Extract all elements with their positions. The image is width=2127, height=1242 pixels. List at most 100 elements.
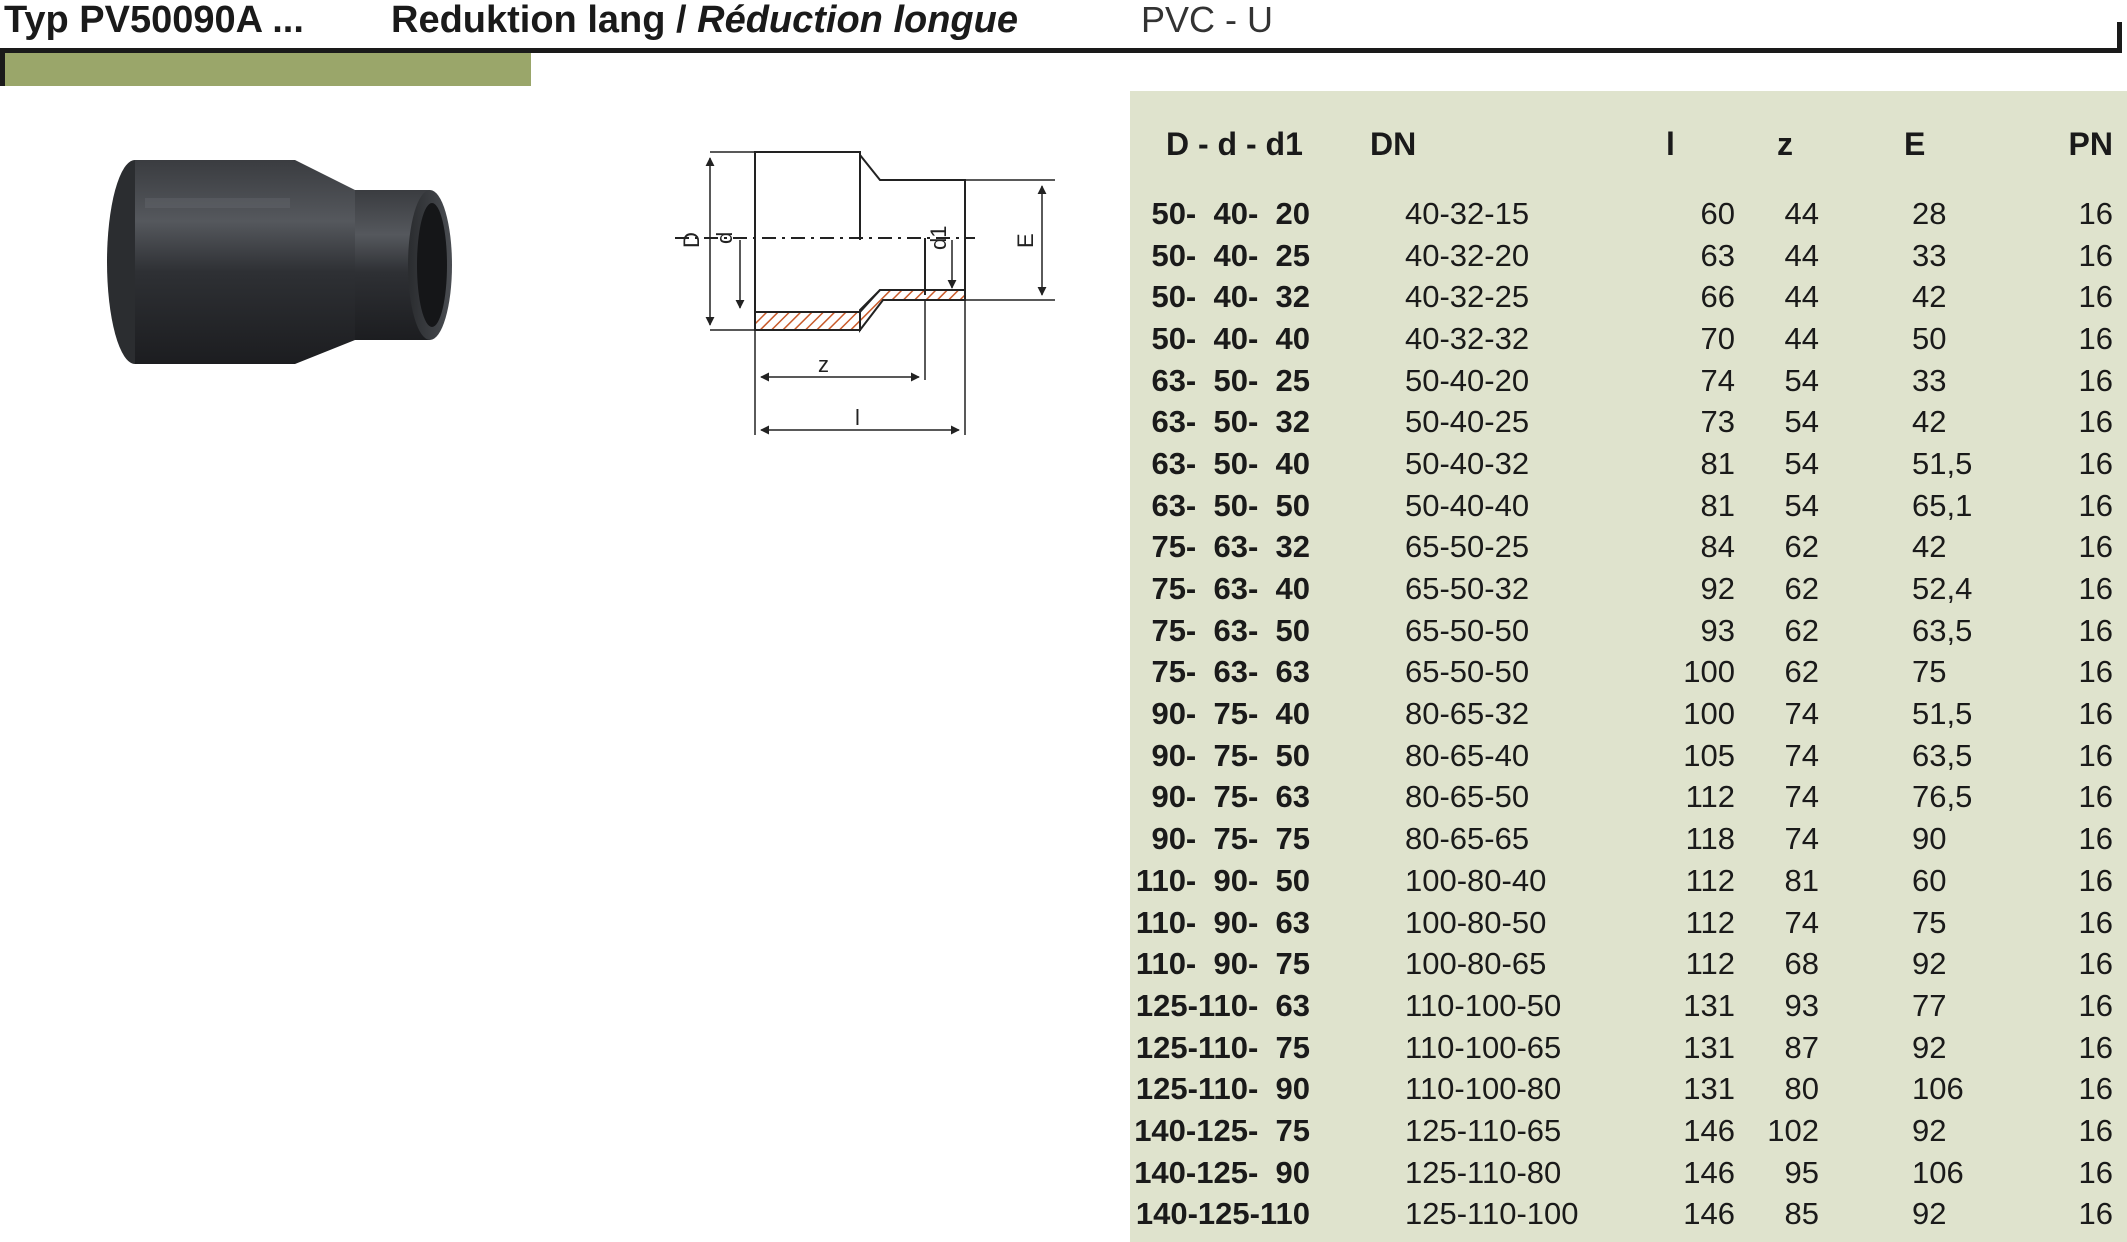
cell-pn: 16 xyxy=(2078,195,2113,231)
cell-pn: 16 xyxy=(2078,445,2113,481)
cell-pn: 16 xyxy=(2078,529,2113,565)
cell-dd: 63- 50- 32 xyxy=(1151,404,1310,440)
cell-pn: 16 xyxy=(2078,946,2113,982)
cell-e: 60 xyxy=(1912,862,1947,898)
cell-e: 75 xyxy=(1912,654,1947,690)
table-header-row: D - d - d1 DN l z E PN xyxy=(1130,115,2127,173)
cell-e: 90 xyxy=(1912,821,1947,857)
cell-e: 33 xyxy=(1912,362,1947,398)
cell-z: 85 xyxy=(1784,1196,1819,1232)
header-spacer xyxy=(1130,173,2127,193)
title-german: Reduktion lang / xyxy=(391,0,698,41)
product-photo xyxy=(107,160,452,364)
cell-pn: 16 xyxy=(2078,904,2113,940)
cell-l: 81 xyxy=(1700,445,1735,481)
cell-pn: 16 xyxy=(2078,779,2113,815)
accent-bar xyxy=(5,53,531,86)
label-d1: d1 xyxy=(926,226,951,250)
cell-e: 63,5 xyxy=(1912,612,1973,648)
cell-pn: 16 xyxy=(2078,821,2113,857)
cell-pn: 16 xyxy=(2078,362,2113,398)
cell-z: 81 xyxy=(1784,862,1819,898)
cell-dd: 125-110- 63 xyxy=(1135,987,1310,1023)
cell-z: 74 xyxy=(1784,696,1819,732)
cell-e: 77 xyxy=(1912,987,1947,1023)
material-label: PVC - U xyxy=(1141,0,1274,40)
cell-l: 66 xyxy=(1700,279,1735,315)
cell-pn: 16 xyxy=(2078,571,2113,607)
cell-dn: 65-50-50 xyxy=(1405,654,1530,690)
cell-dd: 125-110- 75 xyxy=(1135,1029,1310,1065)
cell-dn: 65-50-32 xyxy=(1405,571,1530,607)
cell-e: 51,5 xyxy=(1912,445,1973,481)
cell-l: 131 xyxy=(1683,1071,1735,1107)
cell-dn: 65-50-50 xyxy=(1405,612,1530,648)
cell-dn: 40-32-32 xyxy=(1405,320,1530,356)
cell-dd: 50- 40- 32 xyxy=(1151,279,1310,315)
product-title: Reduktion lang / Réduction longue xyxy=(391,0,1018,40)
cell-dd: 110- 90- 75 xyxy=(1135,946,1310,982)
cell-e: 92 xyxy=(1912,1112,1947,1148)
header-rule-left-tick xyxy=(0,48,5,86)
cell-l: 146 xyxy=(1683,1112,1735,1148)
cell-z: 62 xyxy=(1784,529,1819,565)
col-header-l: l xyxy=(1666,125,1675,162)
label-D: D xyxy=(679,232,704,248)
cell-dn: 80-65-40 xyxy=(1405,737,1530,773)
cell-z: 54 xyxy=(1784,487,1819,523)
cell-l: 73 xyxy=(1700,404,1735,440)
cell-pn: 16 xyxy=(2078,1154,2113,1190)
cell-z: 54 xyxy=(1784,362,1819,398)
cell-l: 118 xyxy=(1685,821,1735,857)
type-code: Typ PV50090A ... xyxy=(4,0,304,41)
cell-z: 102 xyxy=(1767,1112,1819,1148)
cell-dn: 65-50-25 xyxy=(1405,529,1530,565)
cell-l: 112 xyxy=(1685,904,1735,940)
cell-dd: 75- 63- 63 xyxy=(1151,654,1310,690)
cell-l: 112 xyxy=(1685,862,1735,898)
cell-dd: 50- 40- 40 xyxy=(1151,320,1310,356)
cell-e: 33 xyxy=(1912,237,1947,273)
technical-drawing: D d d1 E z l xyxy=(675,151,1055,435)
cell-dd: 110- 90- 50 xyxy=(1135,862,1310,898)
label-d: d xyxy=(712,232,737,244)
header-rule xyxy=(0,48,2120,53)
cell-l: 93 xyxy=(1700,612,1735,648)
cell-dd: 75- 63- 32 xyxy=(1151,529,1310,565)
cell-pn: 16 xyxy=(2078,862,2113,898)
label-z: z xyxy=(818,352,829,377)
cell-pn: 16 xyxy=(2078,487,2113,523)
col-header-dn: DN xyxy=(1370,125,1417,162)
cell-z: 80 xyxy=(1784,1071,1819,1107)
label-E: E xyxy=(1013,233,1038,248)
cell-dn: 100-80-65 xyxy=(1405,946,1547,982)
cell-e: 42 xyxy=(1912,404,1947,440)
cell-dn: 125-110-65 xyxy=(1405,1112,1562,1148)
cell-pn: 16 xyxy=(2078,654,2113,690)
cell-z: 62 xyxy=(1784,571,1819,607)
cell-l: 92 xyxy=(1700,571,1735,607)
cell-l: 63 xyxy=(1700,237,1735,273)
label-l: l xyxy=(855,405,860,430)
cell-e: 76,5 xyxy=(1912,779,1973,815)
cell-pn: 16 xyxy=(2078,1112,2113,1148)
cell-dn: 110-100-65 xyxy=(1405,1029,1562,1065)
col-header-e: E xyxy=(1904,125,1926,162)
cell-dn: 50-40-20 xyxy=(1405,362,1530,398)
cell-z: 74 xyxy=(1784,821,1819,857)
cell-z: 62 xyxy=(1784,654,1819,690)
cell-z: 44 xyxy=(1784,320,1819,356)
cell-pn: 16 xyxy=(2078,737,2113,773)
